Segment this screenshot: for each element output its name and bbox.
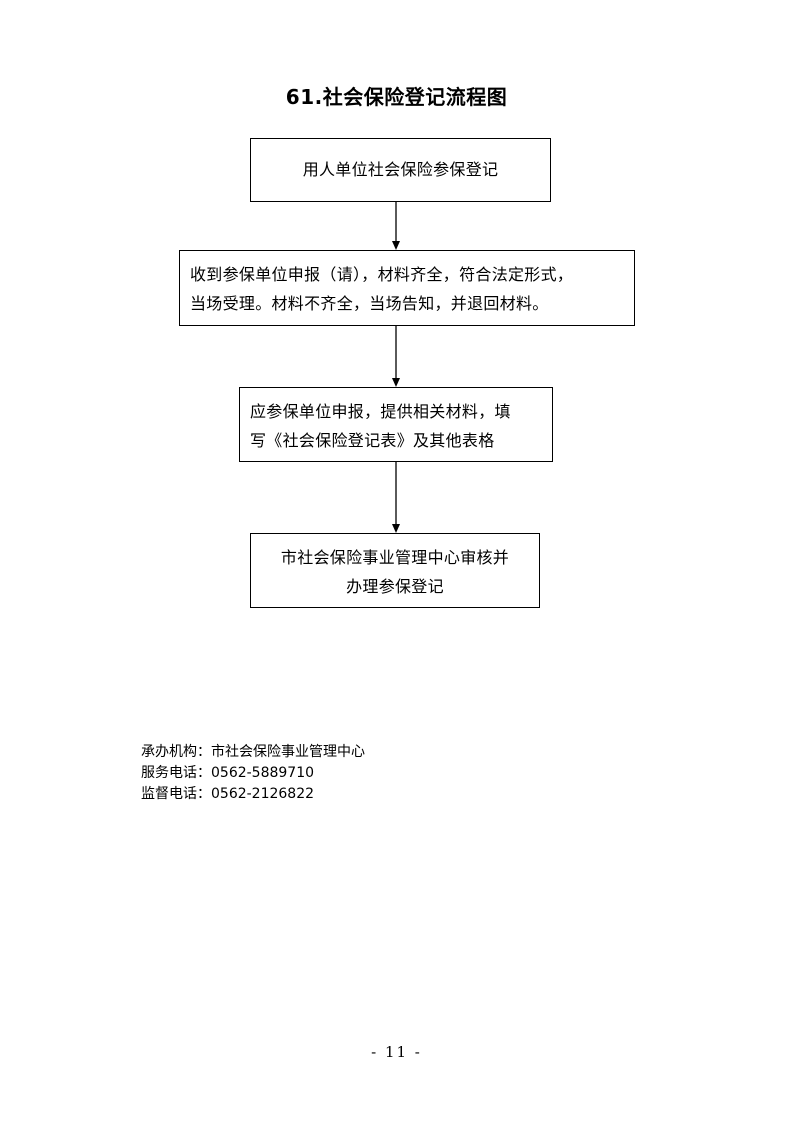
flow-step-1-line-1: 用人单位社会保险参保登记	[302, 160, 499, 179]
arrow-step-1-to-2	[392, 202, 400, 250]
flow-step-2: 收到参保单位申报（请），材料齐全，符合法定形式， 当场受理。材料不齐全，当场告知…	[179, 250, 635, 326]
flow-step-4: 市社会保险事业管理中心审核并 办理参保登记	[250, 533, 540, 608]
arrow-step-2-to-3	[392, 326, 400, 387]
contact-supervision-phone: 监督电话：0562-2126822	[141, 786, 315, 802]
page-title: 61.社会保险登记流程图	[285, 85, 508, 109]
flow-step-4-line-1: 市社会保险事业管理中心审核并	[280, 548, 510, 567]
page-number: - 11 -	[371, 1043, 422, 1061]
flow-step-2-line-2: 当场受理。材料不齐全，当场告知，并退回材料。	[190, 294, 549, 313]
flow-step-4-line-2: 办理参保登记	[346, 577, 444, 596]
contact-service-phone: 服务电话：0562-5889710	[141, 765, 315, 781]
flow-step-1: 用人单位社会保险参保登记	[250, 138, 551, 202]
arrow-step-3-to-4	[392, 462, 400, 533]
contact-agency: 承办机构：市社会保险事业管理中心	[141, 744, 365, 760]
flow-step-3-line-2: 写《社会保险登记表》及其他表格	[250, 431, 495, 450]
flow-step-3: 应参保单位申报，提供相关材料，填 写《社会保险登记表》及其他表格	[239, 387, 553, 462]
flow-step-2-line-1: 收到参保单位申报（请），材料齐全，符合法定形式，	[190, 265, 574, 284]
contact-info: 承办机构：市社会保险事业管理中心 服务电话：0562-5889710 监督电话：…	[141, 742, 365, 805]
flow-step-3-line-1: 应参保单位申报，提供相关材料，填	[250, 402, 511, 421]
